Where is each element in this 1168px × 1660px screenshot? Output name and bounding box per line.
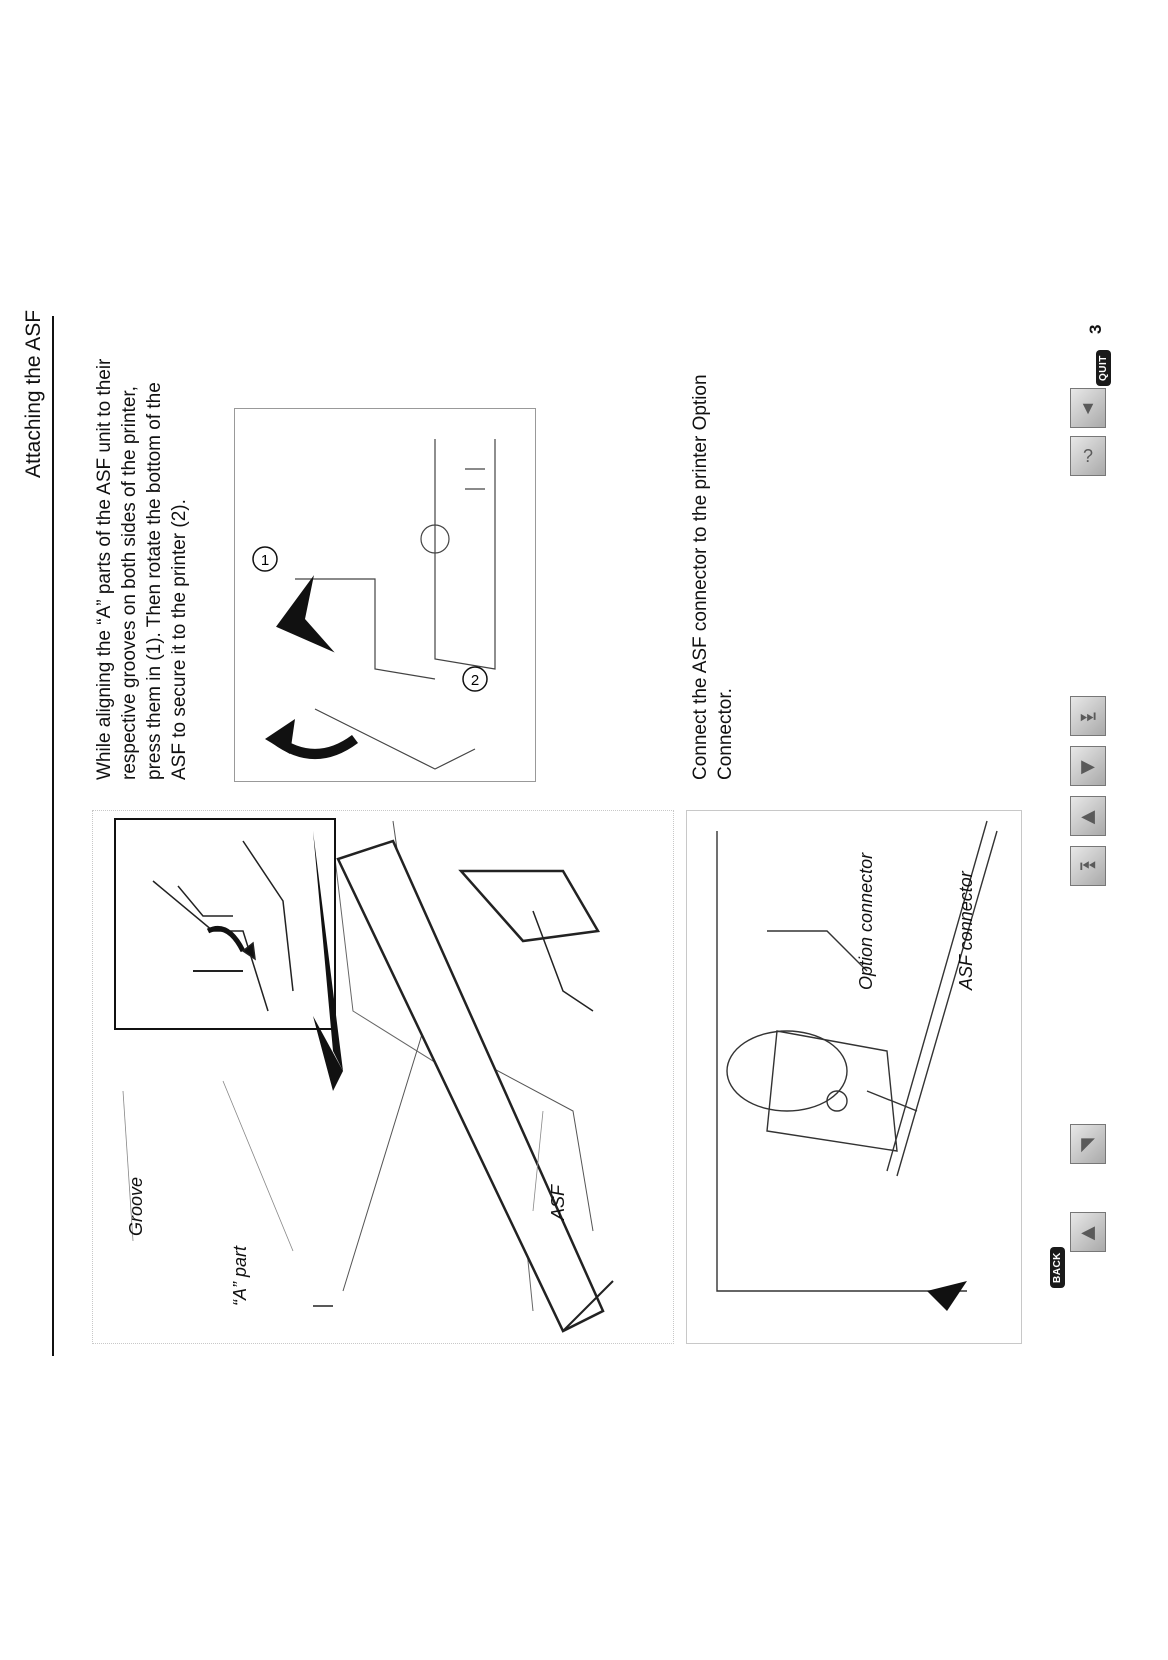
label-asf-connector: ASF connector xyxy=(956,871,976,990)
quit-label[interactable]: QUIT xyxy=(1096,350,1111,386)
label-option-connector: Option connector xyxy=(856,852,876,990)
previous-icon: ◀ xyxy=(1081,805,1095,826)
connector-drawing xyxy=(716,820,998,1311)
callout-2 xyxy=(462,666,488,692)
callout-1 xyxy=(252,546,278,572)
label-a-part: “A” part xyxy=(230,1245,250,1306)
step1-line: respective grooves on both sides of the … xyxy=(119,386,140,780)
page-number: 3 xyxy=(1086,324,1105,334)
step1-line: ASF to secure it to the printer (2). xyxy=(169,499,190,780)
previous-page-icon: ◤ xyxy=(1081,1133,1095,1154)
step1-line: press them in (1). Then rotate the botto… xyxy=(144,382,165,780)
page-title: Attaching the ASF xyxy=(22,309,45,478)
header-rule xyxy=(52,316,54,1356)
asf-rotate-drawing: 1 2 xyxy=(252,439,496,770)
next-icon: ▶ xyxy=(1081,755,1095,776)
help-button[interactable]: ? xyxy=(1070,436,1106,476)
back-button[interactable]: ◀ xyxy=(1070,1212,1106,1252)
last-page-button[interactable]: ⏭ xyxy=(1070,696,1106,736)
quit-button[interactable]: ▼ xyxy=(1070,388,1106,428)
previous-page-button[interactable]: ◤ xyxy=(1070,1124,1106,1164)
back-icon: ◀ xyxy=(1081,1221,1095,1242)
step1-text: While aligning the “A” parts of the ASF … xyxy=(92,359,192,780)
connector-illustration xyxy=(686,810,1022,1344)
back-label[interactable]: BACK xyxy=(1050,1247,1065,1288)
asf-attach-illustration xyxy=(92,810,674,1344)
callout-2-text: 2 xyxy=(471,672,479,689)
asf-attach-drawing xyxy=(114,818,614,1333)
previous-button[interactable]: ◀ xyxy=(1070,796,1106,836)
label-asf: ASF xyxy=(548,1184,568,1220)
step1-line: While aligning the “A” parts of the ASF … xyxy=(94,358,115,780)
step2-line: Connector. xyxy=(715,688,736,780)
first-page-icon: ⏮ xyxy=(1079,855,1097,876)
help-icon: ? xyxy=(1082,445,1093,466)
next-button[interactable]: ▶ xyxy=(1070,746,1106,786)
first-page-button[interactable]: ⏮ xyxy=(1070,846,1106,886)
quit-icon: ▼ xyxy=(1079,397,1097,418)
last-page-icon: ⏭ xyxy=(1079,705,1097,726)
step2-text: Connect the ASF connector to the printer… xyxy=(688,374,738,780)
asf-rotate-illustration: 1 2 xyxy=(234,408,536,782)
step2-line: Connect the ASF connector to the printer… xyxy=(690,374,711,780)
callout-1-text: 1 xyxy=(261,552,269,569)
label-groove: Groove xyxy=(126,1176,146,1236)
